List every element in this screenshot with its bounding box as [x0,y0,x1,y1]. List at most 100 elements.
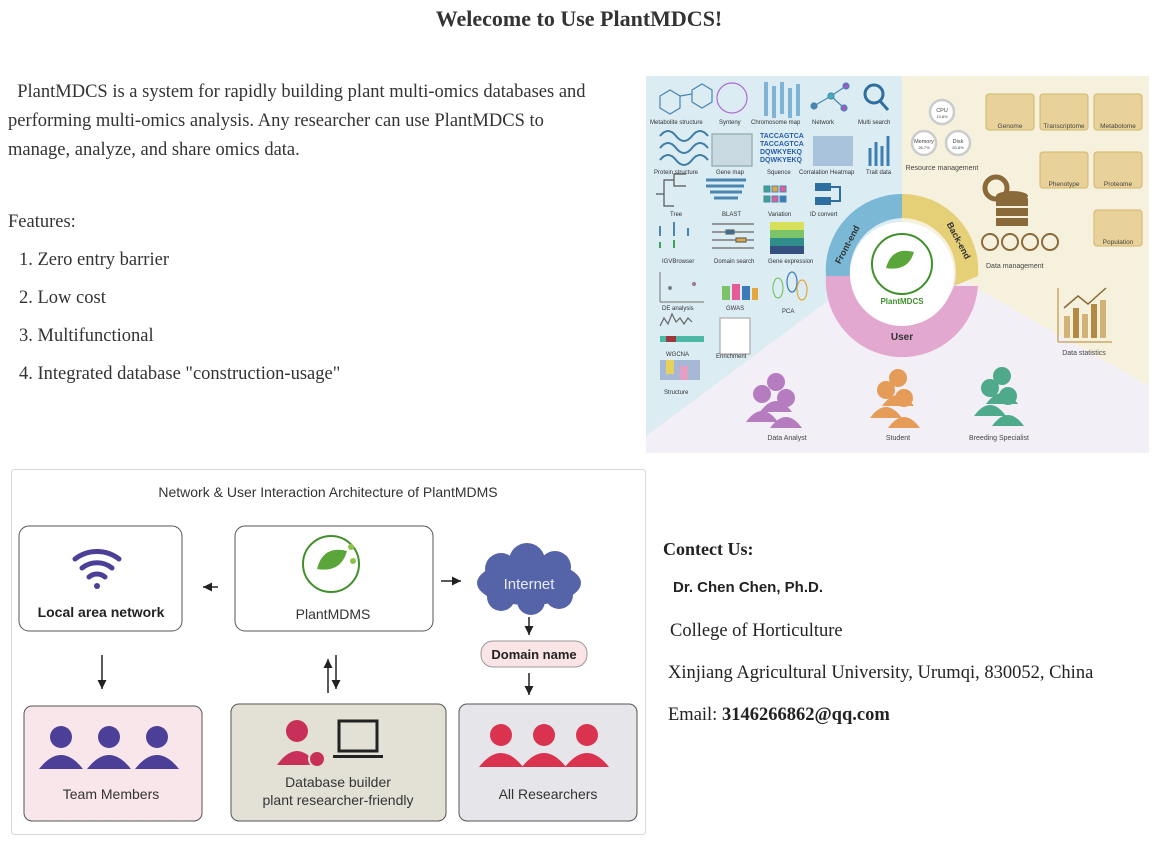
chromosome-map-icon [764,82,800,118]
plantmdms-box [234,525,434,632]
folder-icon: Proteome [1093,151,1143,189]
blast-icon [706,178,746,200]
builder-sublabel: plant researcher-friendly [263,792,414,808]
domain-name-pill [480,640,588,668]
folder-label: Phenotype [1048,181,1079,188]
email-address[interactable]: 3146266862@qq.com [721,705,890,725]
tool-label: Protein structure [654,170,699,176]
edit-gear-icon [1021,233,1039,251]
tool-label: Tree [670,212,683,218]
tool-label: Domain search [714,259,754,265]
leaf-icon [886,250,914,269]
laptop-icon [333,719,383,758]
tool-label: IGVBrowser [662,259,694,265]
tool-label: Structure [664,390,689,396]
tool-label: Corralation Heatmap [799,170,855,176]
gauge-label: CPU [936,108,948,114]
tool-label: WGCNA [666,352,689,358]
backend-ring-segment [902,193,979,286]
trait-data-icon [868,136,890,166]
metabolite-structure-icon [659,83,713,115]
contact-college: College of Horticulture [670,621,843,641]
user-ring-segment [825,276,978,358]
plantmdms-logo-icon [302,535,360,593]
igv-browser-icon [659,222,689,248]
leaf-icon [317,549,347,570]
frontend-tools [656,82,890,380]
folder-label: Metabolome [1100,123,1136,130]
data-statistics-caption: Data statistics [1062,350,1106,357]
remove-gear-icon [1001,233,1019,251]
resource-caption: Resource management [906,165,979,172]
data-management-tools [981,233,1059,251]
tree-icon [656,173,686,207]
page-title: Welecome to Use PlantMDCS! [435,6,723,31]
folder-icon: Genome [985,93,1035,131]
resource-management: CPU 13.8% Memory 26.7% Disk 53.8% Resour… [906,98,979,172]
variation-icon [763,185,787,203]
user-label: Data Analyst [767,435,806,442]
gene-expression-icon [770,222,804,254]
internet-cloud-icon [477,543,581,615]
user-labels: Data Analyst Student Breeding Specialist [767,435,1029,442]
gene-map-icon [711,133,753,167]
lan-label: Local area network [38,604,165,620]
sequence-line: TACCAGTCA [760,133,804,140]
synteny-icon [716,82,748,114]
sequence-line: DQWKYEKQ [760,149,803,156]
gauge-label: Memory [914,139,934,145]
network-icon [810,82,850,112]
overview-figure: Metabolite structure Synteny Chromosome … [646,76,1149,453]
tool-label: GWAS [726,306,744,312]
multi-search-icon [863,83,890,111]
search-gear-icon [1041,233,1059,251]
feature-item: 2. Low cost [19,288,106,308]
tool-label: Metabolite structure [650,120,703,126]
architecture-title: Network & User Interaction Architecture … [158,484,497,500]
tool-label: Gene map [716,170,745,176]
id-convert-icon [815,183,841,205]
frontend-ring-segment [825,193,902,276]
domain-label: Domain name [491,647,576,662]
all-researchers-icon [479,724,609,767]
tool-label: PCA [782,309,794,315]
data-statistics-icon [1057,287,1112,343]
plantmdcs-logo-icon [871,233,933,295]
pca-icon [772,271,808,301]
database-builder-box [230,703,447,822]
contact-email-line: Email: 3146266862@qq.com [668,705,890,726]
gwas-icon [722,284,758,300]
gauge-label: Disk [953,139,964,145]
tool-label: DE analysis [662,306,694,312]
gauge-value: 26.7% [918,145,930,150]
tool-label: Enrichment [716,354,747,360]
tool-label: Chromosome map [751,120,801,126]
feature-item: 3. Multifunctional [19,326,154,346]
contact-name: Dr. Chen Chen, Ph.D. [673,579,824,596]
folder-label: Population [1103,239,1134,246]
folder-icon: Population [1093,209,1143,247]
folder-icon: Phenotype [1039,151,1089,189]
contact-heading: Contect Us: [663,539,754,559]
folder-icon: Metabolome [1093,93,1143,131]
features-heading: Features: [8,212,76,232]
tool-label: Variation [768,212,791,218]
plantmdms-label: PlantMDMS [296,606,371,622]
sequence-line: TACCAGTCA [760,141,804,148]
tool-label: BLAST [722,212,741,218]
database-icon [982,174,1028,226]
center-disc [850,222,954,326]
folder-icon: Transcriptome [1039,93,1089,131]
dot-icon [348,544,354,550]
memory-gauge [910,129,938,157]
tool-label: Trait data [866,170,892,176]
user-label: Student [886,435,910,442]
wgcna-icon [659,312,704,342]
internet-label: Internet [504,576,556,593]
correlation-heatmap-icon [813,136,853,166]
data-analyst-icon [746,373,802,428]
email-label: Email: [668,705,722,725]
tool-label: Gene expression [768,259,813,265]
protein-structure-icon [659,130,709,166]
feature-item: 4. Integrated database "construction-usa… [19,364,341,384]
